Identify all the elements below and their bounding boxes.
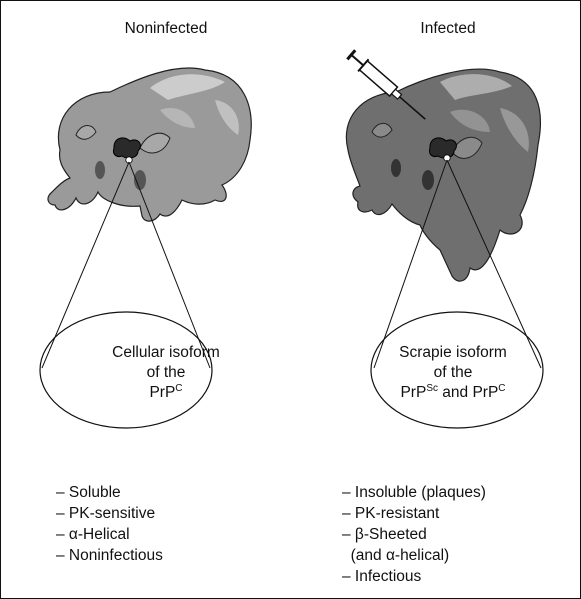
- property-item: – α-Helical: [56, 524, 163, 545]
- property-item: – Soluble: [56, 482, 163, 503]
- ellipse-right-line-1: Scrapie isoform: [368, 343, 538, 363]
- property-item: – PK-sensitive: [56, 503, 163, 524]
- property-item: – PK-resistant: [342, 503, 486, 524]
- ellipse-right-line-3: PrPSc and PrPC: [368, 383, 538, 403]
- properties-list-right: – Insoluble (plaques) – PK-resistant – β…: [342, 482, 486, 587]
- prp-sc-label: PrP: [400, 384, 426, 401]
- ellipse-right-line-2: of the: [368, 363, 538, 383]
- hamster-left-icon: [48, 68, 251, 221]
- ellipse-left-line-2: of the: [81, 363, 251, 383]
- ellipse-label-left: Cellular isoform of the PrPC: [81, 343, 251, 403]
- property-item: – β-Sheeted: [342, 524, 486, 545]
- prp-label: PrP: [149, 384, 175, 401]
- prp-c-label: and PrP: [438, 384, 498, 401]
- prp-superscript: C: [175, 383, 182, 394]
- panel-title-right: Infected: [348, 20, 548, 38]
- brain-left: [113, 138, 140, 158]
- ellipse-left-line-3: PrPC: [81, 383, 251, 403]
- prp-sc-superscript: Sc: [426, 383, 438, 394]
- panel-title-left: Noninfected: [66, 20, 266, 38]
- brain-right: [429, 138, 456, 158]
- ellipse-left-line-1: Cellular isoform: [81, 343, 251, 363]
- hamster-right-icon: [346, 69, 540, 281]
- property-item: – Infectious: [342, 566, 486, 587]
- properties-list-left: – Soluble – PK-sensitive – α-Helical – N…: [56, 482, 163, 566]
- property-item: – Insoluble (plaques): [342, 482, 486, 503]
- property-item: – Noninfectious: [56, 545, 163, 566]
- prp-c-superscript: C: [498, 383, 505, 394]
- property-item: (and α-helical): [342, 545, 486, 566]
- ellipse-label-right: Scrapie isoform of the PrPSc and PrPC: [368, 343, 538, 403]
